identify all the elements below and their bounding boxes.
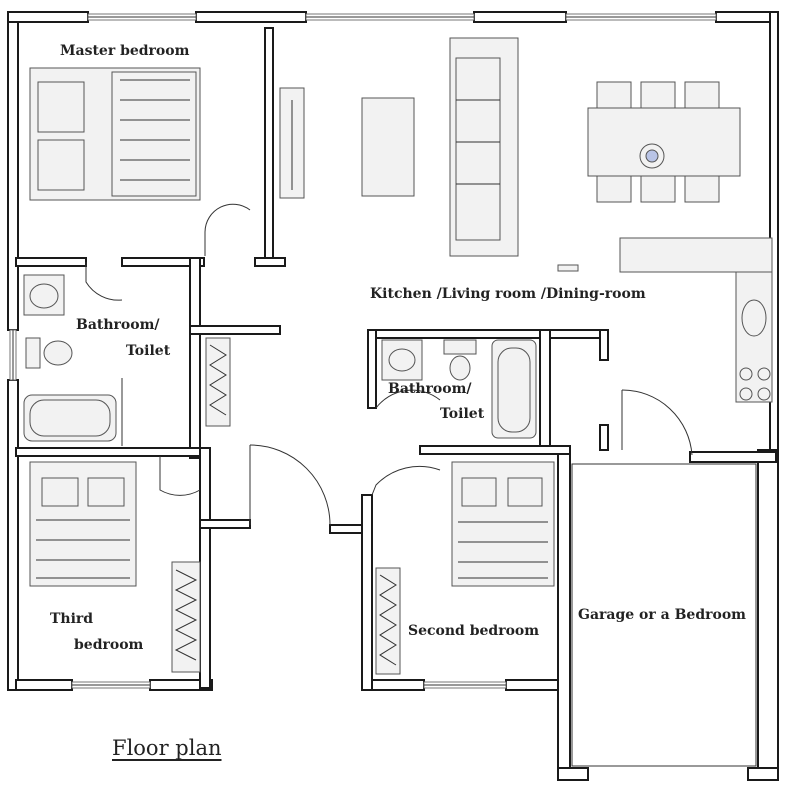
garage-outline [571, 463, 757, 767]
wardrobe-second [375, 567, 401, 675]
windows [9, 13, 717, 689]
label-third-bedroom-line2: bedroom [74, 637, 144, 653]
sofa [449, 37, 519, 257]
coffee-table [361, 97, 415, 197]
tv-unit [279, 87, 305, 199]
label-bathroom-center-line1: Bathroom/ [388, 381, 472, 397]
label-bathroom-center-line2: Toilet [440, 406, 485, 422]
label-garage-or-bedroom: Garage or a Bedroom [578, 607, 746, 623]
plan-title: Floor plan [112, 736, 222, 760]
label-bathroom-left-line2: Toilet [126, 343, 171, 359]
second-bed [451, 461, 555, 587]
wardrobe-third [171, 561, 201, 673]
center-bathroom-fixtures [381, 339, 537, 439]
master-bed [29, 67, 201, 201]
wardrobe-left [205, 337, 231, 427]
dining-table [587, 81, 741, 203]
doors [85, 203, 693, 526]
kitchen-counter [557, 237, 773, 403]
label-bathroom-left-line1: Bathroom/ [76, 317, 160, 333]
label-second-bedroom: Second bedroom [408, 623, 540, 639]
label-third-bedroom-line1: Third [50, 611, 94, 627]
left-bathroom-fixtures [23, 274, 123, 446]
third-bed [29, 461, 137, 587]
label-kitchen-living-dining: Kitchen /Living room /Dining-room [370, 286, 646, 302]
label-master-bedroom: Master bedroom [60, 43, 190, 59]
